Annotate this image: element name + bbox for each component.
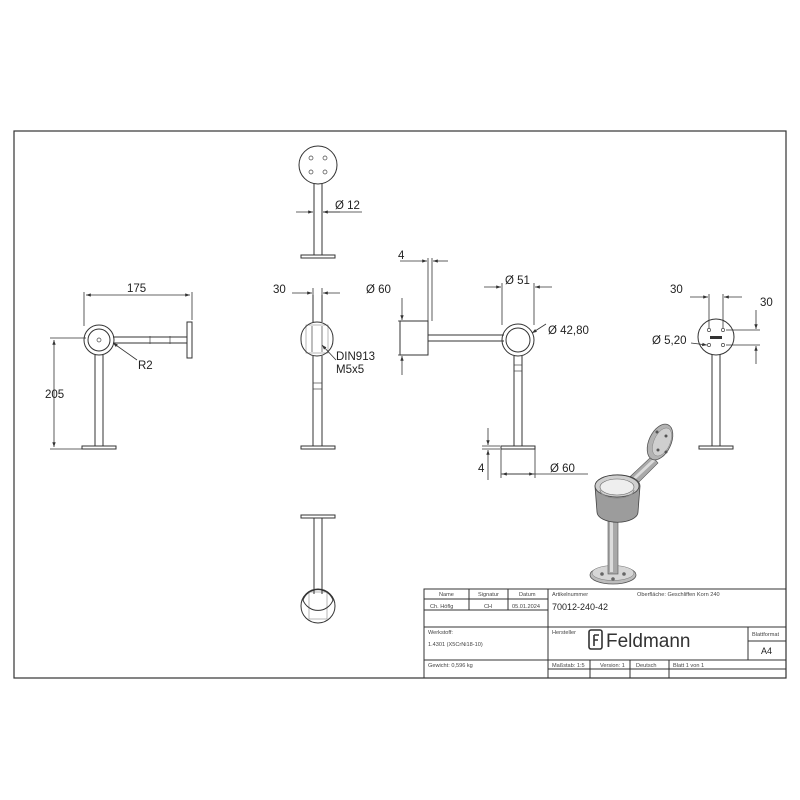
- dim-ring-inner: Ø 42,80: [548, 325, 589, 337]
- elevation-dimensions: 4 Ø 60 Ø 51 Ø 42,80 4 Ø 60: [366, 250, 589, 480]
- right-view: [697, 318, 735, 450]
- bottom-view: [300, 514, 336, 624]
- front-dimensions: 175 205 R2: [45, 283, 193, 450]
- tb-material-value: 1.4301 (X5CrNi18-10): [428, 642, 483, 648]
- tb-manufacturer-label: Hersteller: [552, 630, 576, 636]
- top-rod-dimension: Ø 12: [296, 200, 362, 214]
- top-flange-view: [298, 145, 338, 259]
- dim-hole-diameter: Ø 5,20: [652, 335, 687, 347]
- tb-language: Deutsch: [636, 663, 657, 669]
- dim-flange-diameter-side: Ø 60: [366, 284, 391, 296]
- dim-flange-thickness-top: 4: [398, 250, 405, 262]
- label-screw-size: M5x5: [336, 364, 364, 376]
- dim-base-thickness: 4: [478, 463, 485, 475]
- tb-surface: Oberfläche: Geschliffen Korn 240: [637, 592, 720, 598]
- tb-weight: Gewicht: 0,596 kg: [428, 663, 473, 669]
- dim-side-offset: 30: [273, 284, 286, 296]
- dim-base-diameter: Ø 60: [550, 463, 575, 475]
- feldmann-logo-icon: Feldmann: [588, 629, 691, 652]
- tb-brand: Feldmann: [606, 631, 691, 652]
- dim-right-offset-v: 30: [760, 297, 773, 309]
- tb-scale: Maßstab: 1:5: [552, 663, 585, 669]
- dim-front-width: 175: [127, 283, 146, 295]
- tb-col-name: Name: [439, 592, 454, 598]
- title-block: Name Signatur Datum Ch. Höflg CH 05.01.2…: [423, 588, 787, 679]
- tb-row-date: 05.01.2024: [512, 604, 540, 610]
- tb-version: Version: 1: [600, 663, 625, 669]
- label-screw-standard: DIN913: [336, 351, 375, 363]
- dim-radius: R2: [138, 360, 153, 372]
- tb-row-name: Ch. Höflg: [430, 604, 453, 610]
- right-dimensions: 30 30 Ø 5,20: [652, 284, 773, 364]
- drawing-frame: [13, 130, 787, 679]
- side-view: [300, 295, 336, 450]
- tb-article-label: Artikelnummer: [552, 592, 588, 598]
- dim-top-rod-diameter: Ø 12: [335, 200, 360, 212]
- tb-sheet-format-label: Blattformat: [752, 632, 779, 638]
- tb-material-label: Werkstoff:: [428, 630, 453, 636]
- elevation-view: [399, 320, 536, 450]
- tb-row-signature: CH: [484, 604, 492, 610]
- tb-article-number: 70012-240-42: [552, 602, 608, 612]
- tb-col-signature: Signatur: [478, 592, 499, 598]
- dim-front-height: 205: [45, 389, 64, 401]
- isometric-render: [589, 423, 674, 585]
- front-view: [81, 321, 193, 450]
- side-dimensions: 30 DIN913 M5x5: [273, 284, 375, 376]
- dim-right-offset-h: 30: [670, 284, 683, 296]
- dim-ring-outer: Ø 51: [505, 275, 530, 287]
- tb-sheet-format: A4: [761, 646, 772, 656]
- tb-sheet: Blatt 1 von 1: [673, 663, 704, 669]
- tb-col-date: Datum: [519, 592, 536, 598]
